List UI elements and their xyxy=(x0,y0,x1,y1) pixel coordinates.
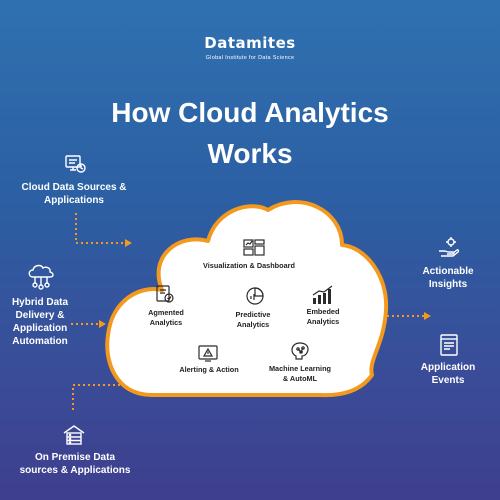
arrow-head-4 xyxy=(424,312,431,320)
cloud-shape xyxy=(105,200,389,398)
cloud-data-sources-label: Cloud Data Sources & Applications xyxy=(2,181,146,207)
hybrid-line-4: Automation xyxy=(12,336,68,347)
alert-icon xyxy=(198,345,218,362)
cloud-data-sources-icon xyxy=(65,155,86,173)
events-line-1: Application xyxy=(420,362,476,373)
title-line-1: How Cloud Analytics xyxy=(111,97,389,128)
onprem-line-2: sources & Applications xyxy=(19,465,131,476)
cloud-network-icon xyxy=(28,264,54,290)
events-line-2: Events xyxy=(431,375,465,386)
alerting-line-1: Alerting & Action xyxy=(179,365,239,374)
embeded-line-1: Embeded xyxy=(306,307,340,316)
ml-line-2: & AutoML xyxy=(282,373,318,383)
logo-tagline: Global Institute for Data Science xyxy=(205,55,295,61)
logo-name: Datamites xyxy=(204,34,296,52)
cloud-sources-line-1: Cloud Data Sources & xyxy=(21,182,127,193)
agmented-line-2: Analytics xyxy=(149,317,183,327)
arrow-head-1 xyxy=(125,239,132,247)
hybrid-line-3: Application xyxy=(12,323,68,334)
dashboard-icon xyxy=(243,239,265,256)
hybrid-line-2: Delivery & xyxy=(15,310,65,321)
insights-line-2: Insights xyxy=(428,279,468,290)
visualization-line-1: Visualization & Dashboard xyxy=(203,261,295,270)
predictive-line-2: Analytics xyxy=(236,319,270,329)
machine-learning-label: Machine Learning & AutoML xyxy=(255,364,345,383)
alerting-action-label: Alerting & Action xyxy=(164,365,254,375)
predictive-line-1: Predictive xyxy=(235,310,271,319)
on-premise-label: On Premise Data sources & Applications xyxy=(0,451,150,477)
predictive-analytics-label: Predictive Analytics xyxy=(213,310,293,329)
agmented-analytics-label: Agmented Analytics xyxy=(130,308,202,327)
page-title: How Cloud Analytics Works xyxy=(0,92,500,174)
database-server-icon xyxy=(63,425,85,445)
visualization-dashboard-label: Visualization & Dashboard xyxy=(185,261,313,271)
arrow-head-2 xyxy=(99,320,106,328)
machine-learning-icon xyxy=(291,342,309,360)
hybrid-line-1: Hybrid Data xyxy=(11,297,69,308)
logo: Datamites Global Institute for Data Scie… xyxy=(0,34,500,61)
actionable-insights-label: Actionable Insights xyxy=(402,265,494,291)
title-line-2: Works xyxy=(207,138,293,169)
embeded-analytics-label: Embeded Analytics xyxy=(288,307,358,326)
predictive-analytics-icon xyxy=(246,287,264,305)
cloud-sources-line-2: Applications xyxy=(43,195,104,206)
connector-onprem xyxy=(72,384,138,410)
bar-chart-icon xyxy=(312,285,333,304)
ml-line-1: Machine Learning xyxy=(268,364,332,373)
application-events-label: Application Events xyxy=(402,361,494,387)
hand-gear-icon xyxy=(439,237,460,257)
augmented-analytics-icon xyxy=(156,285,174,303)
insights-line-1: Actionable xyxy=(422,266,474,277)
hybrid-delivery-label: Hybrid Data Delivery & Application Autom… xyxy=(0,296,80,348)
agmented-line-1: Agmented xyxy=(148,308,184,317)
connector-cloud-sources xyxy=(75,213,126,244)
embeded-line-2: Analytics xyxy=(306,316,340,326)
application-events-icon xyxy=(440,334,458,356)
onprem-line-1: On Premise Data xyxy=(34,452,116,463)
